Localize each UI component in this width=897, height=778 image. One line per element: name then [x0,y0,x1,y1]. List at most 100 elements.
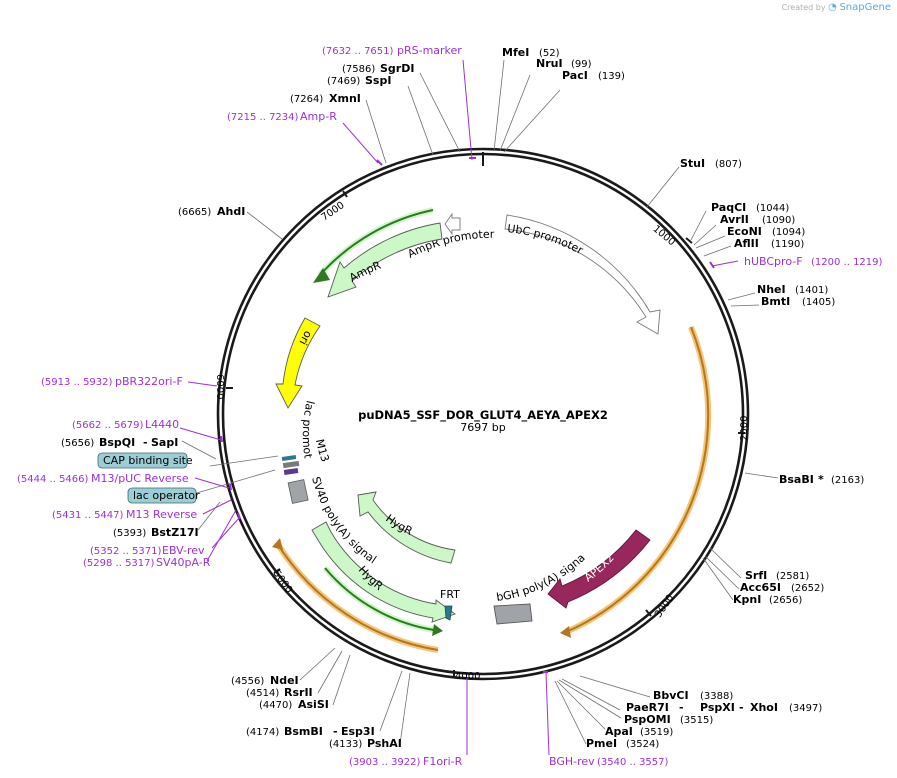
enzyme-paer7i-sep: - [679,701,684,714]
enzyme-nhei: NheI [757,283,786,296]
enzyme-ahdi: AhdI [217,205,245,218]
feature-frt[interactable]: FRT [440,588,460,621]
enzyme-econi: EcoNI [727,225,762,238]
primer-prs-marker-range: (7632 .. 7651) [322,46,394,57]
feature-ampr-orf [313,207,434,283]
enzyme-ndei: NdeI [270,674,299,687]
enzyme-connectors [181,59,779,745]
primer-bgh-rev: BGH-rev [549,755,595,768]
credit-brand: SnapGene [839,2,891,13]
enzyme-bspqi-sep: - [143,436,148,449]
enzyme-bsmbi-pos: (4174) [246,727,279,738]
primer-sv40pa-r-range: (5298 .. 5317) [83,558,155,569]
lac-operator-box [127,487,197,504]
primer-hubcpro-f: hUBCpro-F [744,255,803,268]
enzyme-nrui: NruI [536,57,563,70]
sv40-polya-block [287,479,309,504]
primer-bgh-rev-range: (3540 .. 3557) [597,757,669,768]
enzyme-aflii-pos: (1190) [771,239,804,250]
tick-3000 [645,609,652,617]
enzyme-ndei-pos: (4556) [231,676,264,687]
enzyme-asisi: AsiSI [298,698,329,711]
enzyme-avrii-pos: (1090) [762,215,795,226]
primer-ebv-rev: EBV-rev [162,544,205,557]
enzyme-asisi-pos: (4470) [259,700,292,711]
enzyme-bbvci: BbvCI [653,689,689,702]
tick-label-2000: 2000 [739,416,750,441]
feature-ori[interactable]: ori [275,317,321,409]
enzyme-econi-pos: (1094) [772,227,805,238]
lac-operator-label: lac operator [133,489,200,502]
primer-prs-marker: pRS-marker [397,44,462,57]
enzyme-pmei-pos: (3524) [626,739,659,750]
feature-lac-promoter[interactable]: lac promoter [0,0,317,460]
feature-ubc-promoter[interactable]: UbC promoter [504,214,661,335]
feature-ampr[interactable]: AmpR [327,222,443,298]
snapgene-credit: Created by ◔ SnapGene [782,2,891,13]
label-ori: ori [297,328,315,347]
enzyme-apai: ApaI [605,725,633,738]
primer-f1ori-r: F1ori-R [423,755,463,768]
primer-pbr322ori-f: pBR322ori-F [115,375,183,388]
enzyme-pspxi: PspXI [700,701,735,714]
enzyme-kpni: KpnI [733,593,761,606]
enzyme-acc65i-pos: (2652) [791,583,824,594]
enzyme-acc65i: Acc65I [740,581,781,594]
primer-connectors [179,59,739,756]
primer-f1ori-r-range: (3903 .. 3922) [349,757,421,768]
primer-m13-puc-reverse-range: (5444 .. 5466) [17,474,89,485]
enzyme-bsabi: BsaBI [779,473,814,486]
boxed-feature-labels: CAP binding site lac operator [97,452,200,504]
enzyme-stui-pos: (807) [715,159,742,170]
enzyme-paqci: PaqCI [711,201,746,214]
enzyme-mfei-pos: (52) [539,48,560,59]
enzyme-srfi: SrfI [745,569,767,582]
primer-markers [220,157,715,673]
scale-tick-labels: 1000 2000 3000 4000 5000 6000 7000 [214,200,750,682]
primer-pbr322ori-f-range: (5913 .. 5932) [41,377,113,388]
plasmid-length: 7697 bp [460,421,505,434]
primer-amp-r-range: (7215 .. 7234) [227,112,299,123]
enzyme-paer7i: PaeR7I [626,701,669,714]
feature-hygr-orf [322,566,443,636]
credit-prefix: Created by [781,3,826,12]
plasmid-name: puDNA5_SSF_DOR_GLUT4_AEYA_APEX2 [358,408,608,423]
enzyme-pmei: PmeI [586,737,617,750]
primer-sv40pa-r: SV40pA-R [156,556,211,569]
enzyme-pshai-pos: (4133) [329,739,362,750]
tick-label-5000: 5000 [271,568,295,595]
tick-1000 [685,237,693,244]
enzyme-bsabi-pos: (2163) [831,475,864,486]
enzyme-bspqi-pos: (5656) [61,438,94,449]
enzyme-paci: PacI [562,69,588,82]
enzyme-rsrii-pos: (4514) [246,688,279,699]
enzyme-sgrdi-pos: (7586) [342,64,375,75]
enzyme-apai-pos: (3519) [640,727,673,738]
enzyme-pshai: PshAI [367,737,402,750]
enzyme-sspi-pos: (7469) [327,76,360,87]
enzyme-pspomi-pos: (3515) [680,715,713,726]
enzyme-kpni-pos: (2656) [769,595,802,606]
enzyme-sapi: SapI [151,436,178,449]
tick-label-4000: 4000 [455,671,480,682]
enzyme-sspi: SspI [365,74,391,87]
enzyme-bsmbi-sep: - [333,725,338,738]
tick-5000 [273,568,281,574]
primer-ebv-rev-range: (5352 .. 5371) [90,546,162,557]
enzyme-bstz17i: BstZ17I [151,526,199,539]
enzyme-bmti: BmtI [761,295,790,308]
enzyme-bmti-pos: (1405) [802,297,835,308]
enzyme-bbvci-pos: (3388) [700,691,733,702]
enzyme-esp3i: Esp3I [341,725,375,738]
svg-text:ori: ori [297,328,315,347]
enzyme-xmni: XmnI [329,92,361,105]
primer-l4440: L4440 [145,418,179,431]
enzyme-ahdi-pos: (6665) [178,207,211,218]
primer-m13-puc-reverse: M13/pUC Reverse [91,472,189,485]
enzyme-paci-pos: (139) [598,71,625,82]
enzyme-stui: StuI [680,157,705,170]
tick-label-6000: 6000 [214,374,225,399]
snapgene-logo-icon: ◔ [828,2,837,13]
enzyme-pspxi-sep: - [739,701,744,714]
